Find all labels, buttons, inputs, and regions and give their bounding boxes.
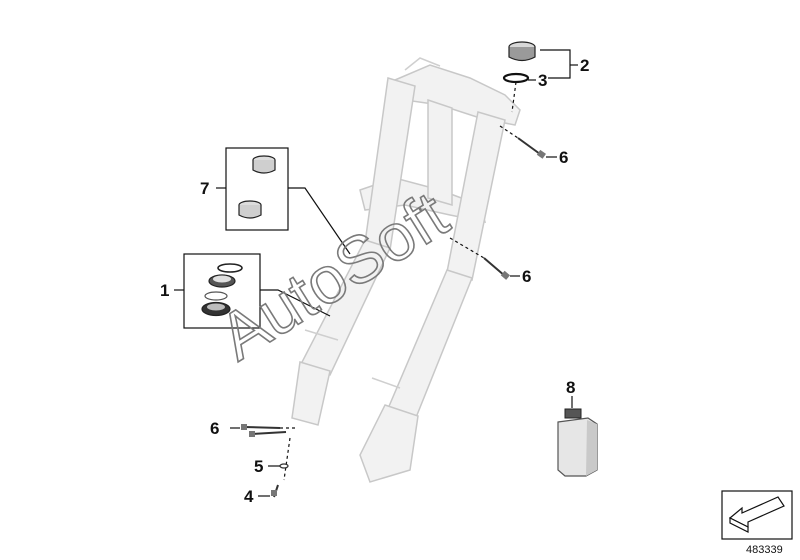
arrow-reference-icon [721,490,793,540]
callout-5[interactable]: 5 [254,457,263,476]
fork-cap-part [502,41,536,113]
fork-seal-icon [201,301,231,317]
snap-ring-icon [217,263,243,273]
oil-seal-icon [208,274,236,288]
document-number: 483339 [746,544,783,556]
seal-kit-box [183,253,261,329]
axle-clamp-bolts [241,424,298,437]
callout-6-upper[interactable]: 6 [559,148,568,167]
bushing-icon [252,155,276,174]
clamp-bolt-upper [499,125,546,159]
front-fork-outline [291,57,521,483]
callout-7[interactable]: 7 [200,179,209,198]
dust-wiper-icon [204,291,228,301]
callout-1[interactable]: 1 [160,281,169,300]
bushing-icon [238,200,262,219]
callout-4[interactable]: 4 [244,487,254,506]
drain-screw-part [271,437,291,498]
clamp-bolt-middle [449,237,510,280]
callout-3[interactable]: 3 [538,71,547,90]
leader-2 [540,49,571,79]
callout-6-lower[interactable]: 6 [210,419,219,438]
bushing-kit-box [225,147,289,231]
callout-8[interactable]: 8 [566,378,575,397]
callout-6-middle[interactable]: 6 [522,267,531,286]
fork-oil-bottle [557,408,598,477]
callout-2[interactable]: 2 [580,56,589,75]
